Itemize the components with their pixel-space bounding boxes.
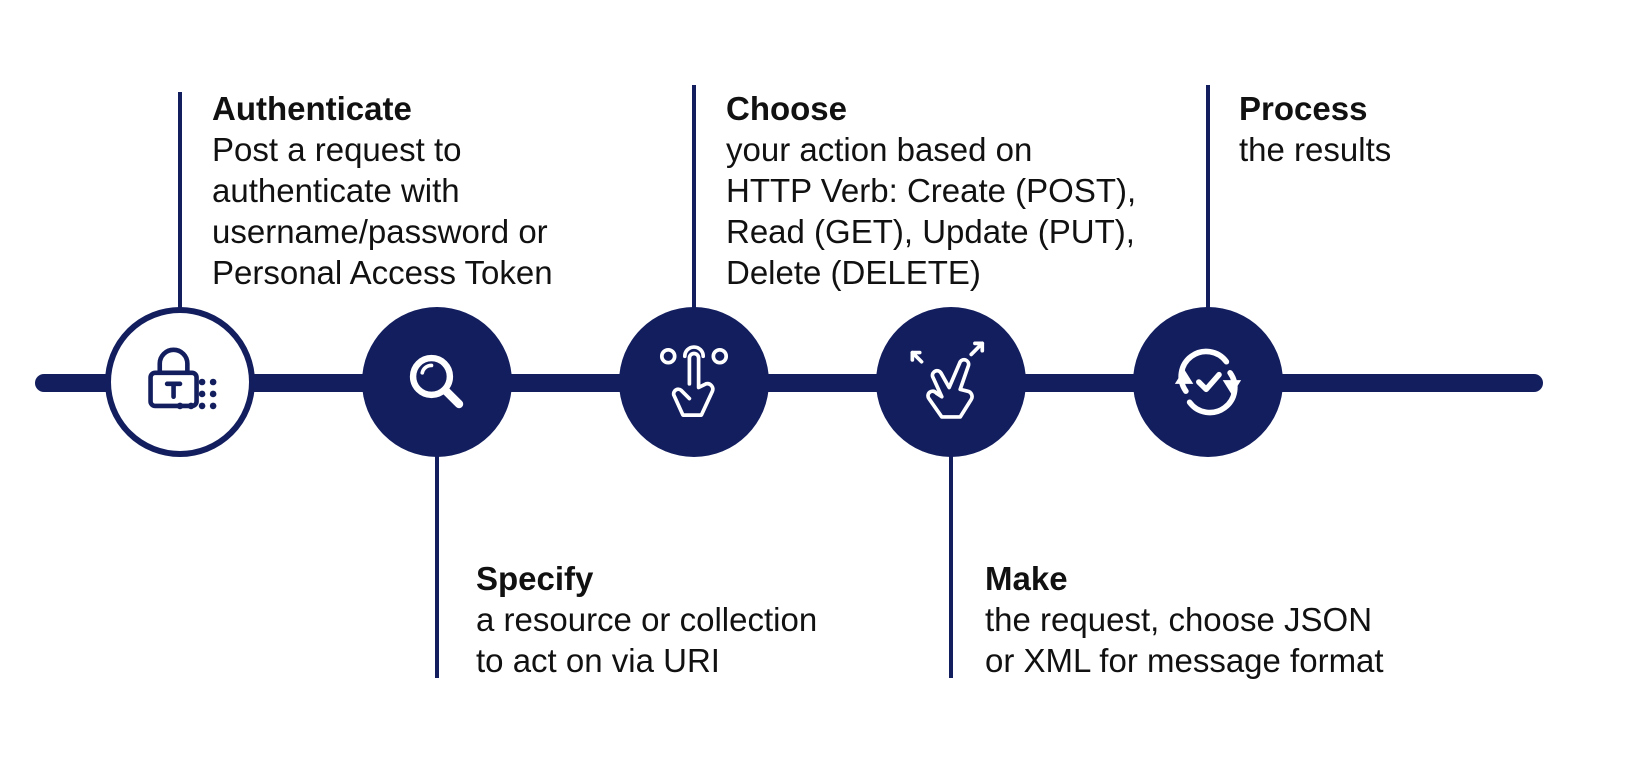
step-desc-line: Read (GET), Update (PUT), (726, 213, 1135, 250)
magnifier-icon (409, 354, 464, 409)
refresh-check-icon (1174, 348, 1242, 416)
step-authenticate: Authenticate Post a request to authentic… (212, 88, 553, 293)
node-specify (362, 307, 512, 457)
stem-authenticate (178, 92, 182, 310)
step-title: Authenticate (212, 90, 412, 127)
step-process: Process the results (1239, 88, 1391, 170)
step-desc-line: Post a request to (212, 131, 462, 168)
step-desc-line: a resource or collection (476, 601, 818, 638)
node-authenticate (105, 307, 255, 457)
step-title: Choose (726, 90, 848, 127)
step-choose: Choose your action based on HTTP Verb: C… (726, 88, 1136, 293)
step-desc-line: HTTP Verb: Create (POST), (726, 172, 1137, 209)
timeline-bar (35, 374, 1543, 392)
step-desc-line: Delete (DELETE) (726, 254, 981, 291)
step-title: Process (1239, 90, 1368, 127)
step-desc-line: the results (1239, 131, 1392, 168)
finger-select-icon (659, 345, 729, 417)
stem-choose (692, 85, 696, 310)
stem-make (949, 450, 953, 678)
stem-specify (435, 450, 439, 678)
step-title: Specify (476, 560, 594, 597)
step-desc-line: the request, choose JSON (985, 601, 1373, 638)
stem-process (1206, 85, 1210, 310)
node-choose (619, 307, 769, 457)
step-desc-line: username/password or (212, 213, 548, 250)
step-desc-line: to act on via URI (476, 642, 720, 679)
node-make (876, 307, 1026, 457)
step-specify: Specify a resource or collection to act … (476, 558, 817, 681)
step-desc-line: authenticate with (212, 172, 460, 209)
step-desc-line: or XML for message format (985, 642, 1384, 679)
node-process (1133, 307, 1283, 457)
step-desc-line: your action based on (726, 131, 1033, 168)
step-desc-line: Personal Access Token (212, 254, 553, 291)
step-make: Make the request, choose JSON or XML for… (985, 558, 1384, 681)
hand-gesture-icon (910, 341, 985, 419)
lock-keypad-icon (148, 347, 217, 410)
step-title: Make (985, 560, 1068, 597)
